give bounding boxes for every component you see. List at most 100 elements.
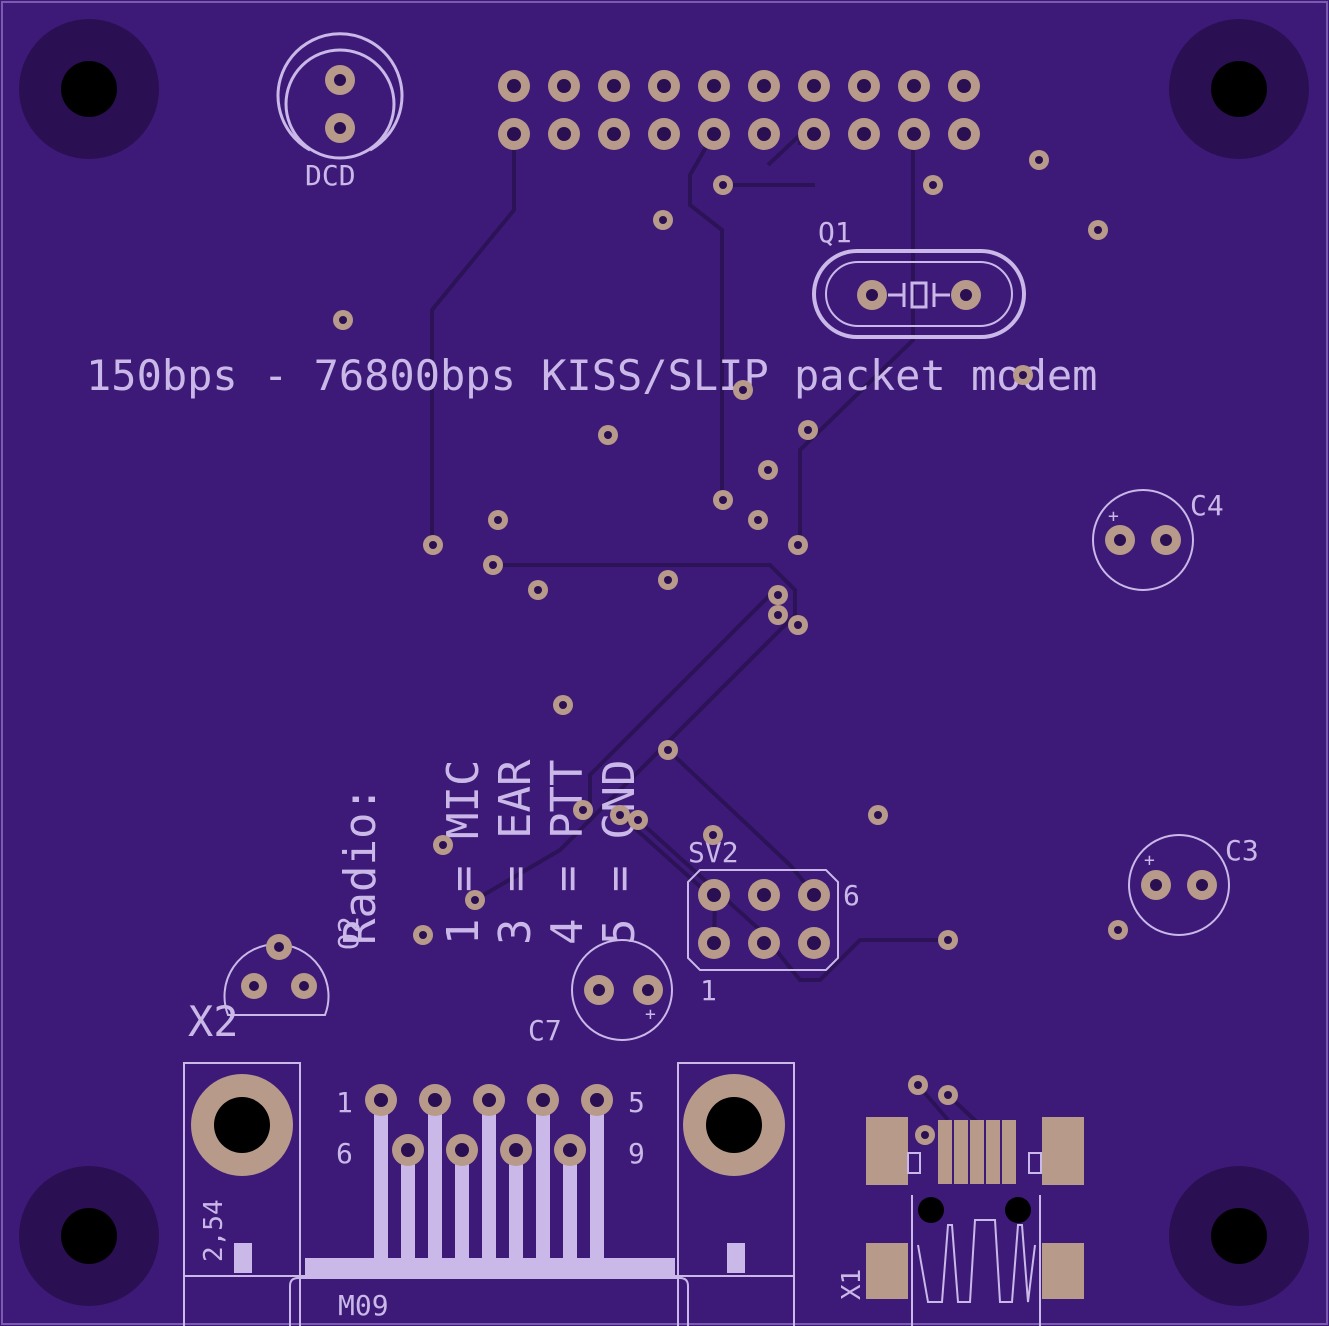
- via: [1029, 150, 1049, 170]
- via: [553, 695, 573, 715]
- via: [610, 805, 630, 825]
- board-title: 150bps - 76800bps KISS/SLIP packet modem: [86, 351, 1097, 400]
- via: [733, 380, 753, 400]
- db9-pad: [527, 1084, 559, 1116]
- sv2-pad: [698, 879, 730, 911]
- header-pad: [548, 70, 580, 102]
- header-sv2: SV2 6 1: [687, 836, 860, 1007]
- header-pad: [598, 118, 630, 150]
- db9-finger: [536, 1100, 550, 1258]
- header-pad: [948, 118, 980, 150]
- radio-heading: Radio:: [335, 786, 386, 945]
- via: [938, 1085, 958, 1105]
- q2-label: Q2: [332, 916, 365, 950]
- header-pad: [498, 70, 530, 102]
- vias: [333, 150, 1128, 1145]
- via: [923, 175, 943, 195]
- via: [1108, 920, 1128, 940]
- db9-pad: [554, 1134, 586, 1166]
- capacitor-c4: + C4: [1092, 489, 1224, 591]
- via: [488, 510, 508, 530]
- db9-pin9-label: 9: [628, 1137, 645, 1170]
- via: [915, 1125, 935, 1145]
- header-pad: [698, 70, 730, 102]
- via: [573, 800, 593, 820]
- db9-finger: [563, 1150, 577, 1258]
- via: [658, 740, 678, 760]
- via: [528, 580, 548, 600]
- radio-pin-gnd: 5 = GND: [594, 760, 645, 945]
- via: [658, 570, 678, 590]
- sv2-pin1-label: 1: [700, 974, 717, 1007]
- via: [465, 890, 485, 910]
- db9-finger: [455, 1150, 469, 1258]
- pitch-label: 2,54: [199, 1199, 229, 1262]
- via: [713, 175, 733, 195]
- capacitor-c3: + C3: [1128, 834, 1259, 936]
- capacitor-c7: + C7: [528, 939, 673, 1047]
- header-pad: [848, 70, 880, 102]
- c7-label: C7: [528, 1014, 562, 1047]
- header-pad: [748, 118, 780, 150]
- sv2-pad: [748, 879, 780, 911]
- via: [908, 1075, 928, 1095]
- header-pad: [898, 118, 930, 150]
- sv2-pad: [798, 927, 830, 959]
- dcd-led: DCD: [276, 32, 404, 192]
- sv2-pad: [798, 879, 830, 911]
- via: [758, 460, 778, 480]
- header-pad: [648, 70, 680, 102]
- mounting-holes: [19, 19, 1309, 1306]
- q1-label: Q1: [818, 216, 852, 249]
- via: [798, 420, 818, 440]
- sv2-pad: [698, 927, 730, 959]
- via: [1088, 220, 1108, 240]
- c7-plus: +: [645, 1004, 656, 1025]
- header-pad: [698, 118, 730, 150]
- via: [653, 210, 673, 230]
- via: [868, 805, 888, 825]
- db9-pin1-label: 1: [336, 1086, 353, 1119]
- db9-connector-x2: X2 2,54 M09 1 5 6 9: [183, 997, 795, 1326]
- via: [788, 615, 808, 635]
- c3-plus: +: [1144, 850, 1155, 871]
- c4-plus: +: [1108, 506, 1119, 527]
- via: [768, 605, 788, 625]
- via: [423, 535, 443, 555]
- via: [748, 510, 768, 530]
- header-2x10: [498, 70, 980, 150]
- sv2-pad: [748, 927, 780, 959]
- via: [788, 535, 808, 555]
- x2-label: X2: [188, 997, 239, 1046]
- db9-finger: [482, 1100, 496, 1258]
- db9-finger: [374, 1100, 388, 1258]
- db9-pad: [446, 1134, 478, 1166]
- header-pad: [598, 70, 630, 102]
- m09-label: M09: [338, 1289, 389, 1322]
- via: [713, 490, 733, 510]
- crystal-q1: Q1: [812, 216, 1026, 339]
- db9-pin6-label: 6: [336, 1137, 353, 1170]
- c3-label: C3: [1225, 834, 1259, 867]
- via: [483, 555, 503, 575]
- header-pad: [648, 118, 680, 150]
- db9-pad: [419, 1084, 451, 1116]
- db9-pad: [500, 1134, 532, 1166]
- via: [333, 310, 353, 330]
- header-pad: [898, 70, 930, 102]
- header-pad: [798, 118, 830, 150]
- db9-pad: [392, 1134, 424, 1166]
- header-pad: [798, 70, 830, 102]
- db9-pin5-label: 5: [628, 1086, 645, 1119]
- radio-pin-ptt: 4 = PTT: [542, 760, 593, 945]
- db9-finger: [401, 1150, 415, 1258]
- db9-finger: [509, 1150, 523, 1258]
- header-pad: [948, 70, 980, 102]
- db9-pad: [581, 1084, 613, 1116]
- header-pad: [498, 118, 530, 150]
- via: [938, 930, 958, 950]
- via: [703, 825, 723, 845]
- header-pad: [548, 118, 580, 150]
- header-pad: [748, 70, 780, 102]
- via: [628, 810, 648, 830]
